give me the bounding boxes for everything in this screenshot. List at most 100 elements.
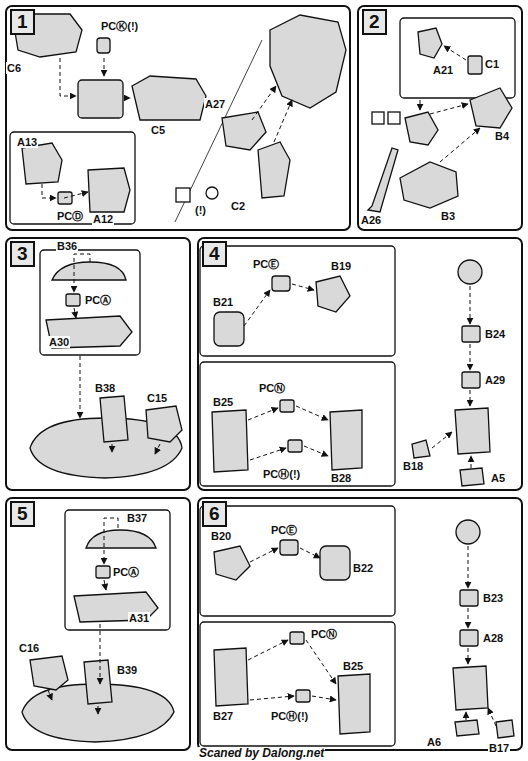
part-callout: PCⓃ xyxy=(310,628,338,640)
inset-frame xyxy=(40,250,140,355)
chest-part xyxy=(132,76,206,120)
assembly-arrow xyxy=(250,548,278,562)
step-panel: 6 xyxy=(197,497,523,751)
part-callout: A30 xyxy=(48,336,70,348)
inset-part xyxy=(88,168,130,212)
leg-part xyxy=(462,372,480,388)
assembly-arrow xyxy=(104,58,105,76)
part-callout: B38 xyxy=(94,382,116,394)
part-callout: C2 xyxy=(230,200,246,212)
ankle-part xyxy=(460,468,484,486)
inset-frame xyxy=(400,18,515,98)
assembly-arrow xyxy=(104,518,118,564)
assembly-arrow xyxy=(440,128,480,162)
assembly-arrow xyxy=(104,580,106,590)
part-callout: B37 xyxy=(126,512,148,524)
knee-part xyxy=(460,590,478,606)
part-callout: PCⓀ(!) xyxy=(100,20,139,32)
assembly-arrow xyxy=(98,706,99,714)
leg-assembly xyxy=(455,408,490,454)
poly-cap xyxy=(66,294,80,306)
inset-frame xyxy=(65,510,170,630)
sticker-icon xyxy=(176,188,190,202)
assembly-arrow xyxy=(74,254,90,292)
assembly-arrow xyxy=(304,446,328,456)
leg-part xyxy=(316,276,350,312)
part-callout: A26 xyxy=(360,214,382,226)
part-callout: C1 xyxy=(484,58,500,70)
assembly-arrow xyxy=(468,608,469,628)
assembly-arrow xyxy=(300,548,320,558)
head-part xyxy=(405,112,438,145)
assembly-arrow xyxy=(296,406,328,420)
part-callout: B22 xyxy=(352,562,374,574)
foot-part xyxy=(30,656,68,690)
assembly-arrow xyxy=(292,284,314,290)
antenna xyxy=(368,148,398,212)
part-callout: B20 xyxy=(210,530,232,542)
assembly-arrow xyxy=(444,46,466,60)
assembly-arrow xyxy=(468,648,469,664)
poly-cap xyxy=(272,276,290,291)
part-callout: A28 xyxy=(482,632,504,644)
step-number: 2 xyxy=(362,9,387,35)
part-callout: B18 xyxy=(402,460,424,472)
assembly-arrow xyxy=(64,192,88,198)
step-panel: 5 xyxy=(5,497,191,751)
poly-cap xyxy=(280,400,294,412)
poly-cap xyxy=(288,440,302,452)
assembly-arrow xyxy=(80,356,81,418)
ankle-part xyxy=(455,720,479,736)
chest-block xyxy=(78,80,123,118)
watermark: Scaned by Dalong.net xyxy=(198,747,325,759)
waist-part xyxy=(222,112,266,150)
step-panel: 1 xyxy=(5,5,351,231)
assembly-arrow xyxy=(74,308,76,318)
part-callout: B17 xyxy=(488,742,510,754)
assembly-arrow xyxy=(60,58,76,96)
assembly-arrow xyxy=(306,640,336,684)
part-callout: B24 xyxy=(484,328,506,340)
sticker-icon xyxy=(372,112,384,124)
foot-part xyxy=(146,406,182,442)
assembly-arrow xyxy=(100,624,101,684)
part-callout: PCⒶ xyxy=(112,566,140,578)
drawing-group xyxy=(10,14,515,746)
step-number: 3 xyxy=(10,241,35,267)
assembly-arrow xyxy=(248,408,278,420)
cap-part xyxy=(86,530,156,548)
assembly-arrow xyxy=(312,696,336,700)
armor-part xyxy=(496,720,514,738)
assembly-arrow xyxy=(252,86,276,120)
step-number: 6 xyxy=(202,501,227,527)
assembly-arrow xyxy=(470,390,471,406)
step-panel: 4 xyxy=(197,237,523,491)
part-callout: C16 xyxy=(18,642,40,654)
poly-cap xyxy=(97,38,110,53)
assembly-arrow xyxy=(471,456,472,468)
step-number: 1 xyxy=(10,9,35,35)
part-callout: C6 xyxy=(6,62,22,74)
head-assembly xyxy=(470,88,512,128)
assembly-arrow xyxy=(48,690,52,700)
part-callout: A21 xyxy=(432,64,454,76)
assembly-arrow xyxy=(250,696,294,700)
cap-part xyxy=(52,262,126,280)
part-callout: B39 xyxy=(116,664,138,676)
part-callout: PCⒹ xyxy=(56,210,84,222)
part-callout: B3 xyxy=(440,210,456,222)
assembly-arrow xyxy=(488,708,496,726)
assembly-arrow xyxy=(125,98,130,99)
head-part xyxy=(468,56,482,74)
assembly-arrow xyxy=(470,286,471,324)
leg-assembly xyxy=(453,666,488,710)
part-callout: PCⒶ xyxy=(84,294,112,306)
foot-part xyxy=(46,316,132,348)
part-callout: B27 xyxy=(212,710,234,722)
leg-frame xyxy=(214,648,248,706)
part-callout: A29 xyxy=(484,374,506,386)
hip-ball xyxy=(456,520,480,544)
part-callout: B23 xyxy=(482,592,504,604)
leg-frame xyxy=(212,410,248,472)
